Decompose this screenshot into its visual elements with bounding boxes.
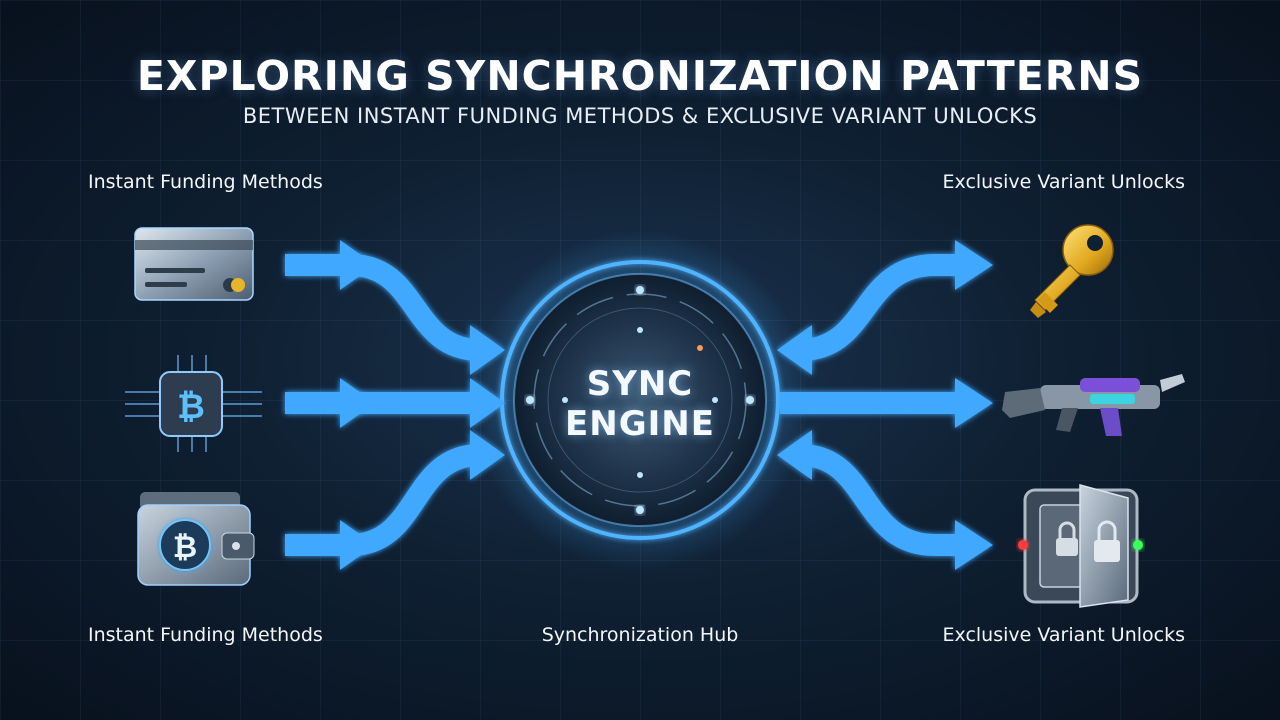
page-subtitle: BETWEEN INSTANT FUNDING METHODS & EXCLUS… [242,104,1038,128]
sync-engine-line2: ENGINE [565,404,715,444]
arrow-funding-3 [285,444,481,556]
arrow-unlock-3 [799,444,960,556]
variant-unlocks-label-top: Exclusive Variant Unlocks [942,171,1185,193]
sync-engine-text: SYNC ENGINE [540,364,740,444]
svg-text:₿: ₿ [177,387,205,427]
funding-methods-label-top: Instant Funding Methods [88,171,323,193]
arrow-unlock-1 [799,254,960,361]
sync-engine-line1: SYNC [586,364,694,404]
page-title: EXPLORING SYNCHRONIZATION PATTERNS [136,52,1144,100]
credit-card-icon [134,227,254,301]
svg-text:₿: ₿ [173,530,197,565]
bitcoin-chip-icon: ₿ [125,355,262,452]
variant-unlocks-label-bottom: Exclusive Variant Unlocks [942,624,1185,646]
funding-methods-label-bottom: Instant Funding Methods [88,624,323,646]
locked-vault-icon [1018,484,1143,608]
sync-engine-hub [470,230,810,570]
bitcoin-wallet-icon: ₿ [137,492,255,586]
arrow-funding-1 [285,254,481,361]
futuristic-rifle-icon [1002,374,1185,436]
gold-key-icon [1030,224,1114,318]
synchronization-hub-label: Synchronization Hub [541,624,739,646]
